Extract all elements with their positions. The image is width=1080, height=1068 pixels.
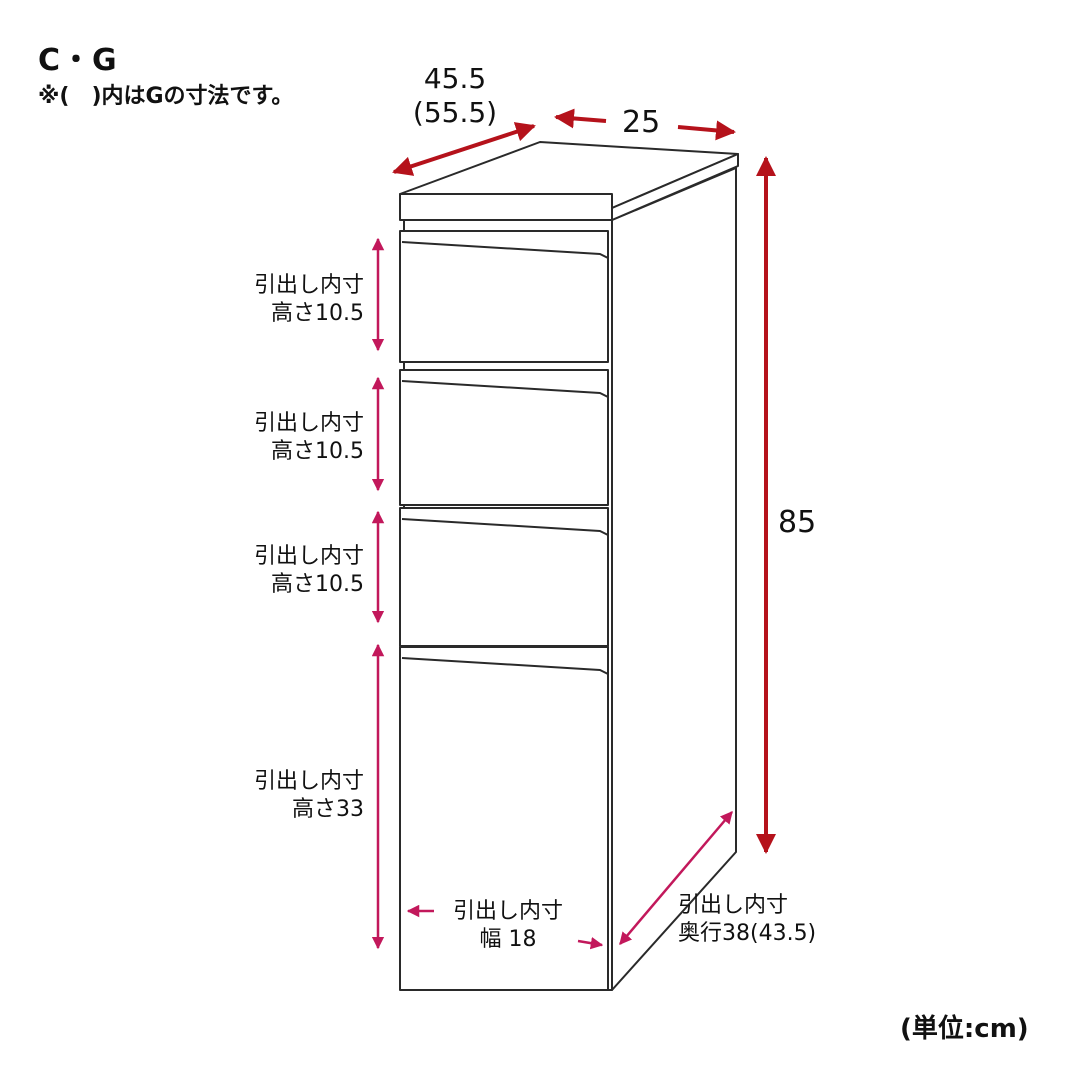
drawer-2 [399,369,609,506]
drawer-4 [399,646,609,991]
drawer-4-label-height: 高さ33 [292,797,364,822]
inner-depth-label-title: 引出し内寸 [678,893,789,918]
cabinet-body [399,141,739,991]
model-title: C・G [38,43,118,78]
inner-depth-arrow [619,811,733,945]
drawer-1-label: 引出し内寸 高さ10.5 [200,272,364,328]
drawer-3-label-height: 高さ10.5 [271,572,364,597]
inner-width-label-title: 引出し内寸 [452,899,563,924]
width-arrow-right [677,120,736,141]
height-label: 85 [778,505,817,540]
drawer-3 [399,507,609,647]
drawer-2-label-title: 引出し内寸 [253,411,364,436]
drawer-1-label-title: 引出し内寸 [253,273,364,298]
inner-depth-label-value: 奥行38(43.5) [678,921,817,946]
drawer-1-label-height: 高さ10.5 [271,301,364,326]
drawer-2-label: 引出し内寸 高さ10.5 [200,410,364,466]
size-note: ※( )内はGの寸法です。 [38,84,294,109]
depth-arrow [392,122,536,176]
width-arrow-left [554,108,607,129]
depth-label: 45.5 (55.5) [400,62,510,130]
depth-value-g: (55.5) [412,96,498,129]
drawer-3-label: 引出し内寸 高さ10.5 [200,543,364,599]
inner-width-label: 引出し内寸 幅 18 [438,898,578,954]
drawer-4-label: 引出し内寸 高さ33 [200,768,364,824]
unit-label: (単位:cm) [900,1014,1029,1044]
drawer-2-label-height: 高さ10.5 [271,439,364,464]
inner-width-arrow-right [577,936,604,950]
width-label: 25 [622,105,661,140]
drawer-4-label-title: 引出し内寸 [253,769,364,794]
depth-value: 45.5 [423,62,487,95]
inner-depth-label: 引出し内寸 奥行38(43.5) [678,892,816,948]
cabinet-top-front-edge [399,193,613,221]
cabinet-side-panel [611,167,737,991]
drawer-3-label-title: 引出し内寸 [253,544,364,569]
inner-width-label-value: 幅 18 [479,927,537,952]
drawer-1 [399,230,609,363]
